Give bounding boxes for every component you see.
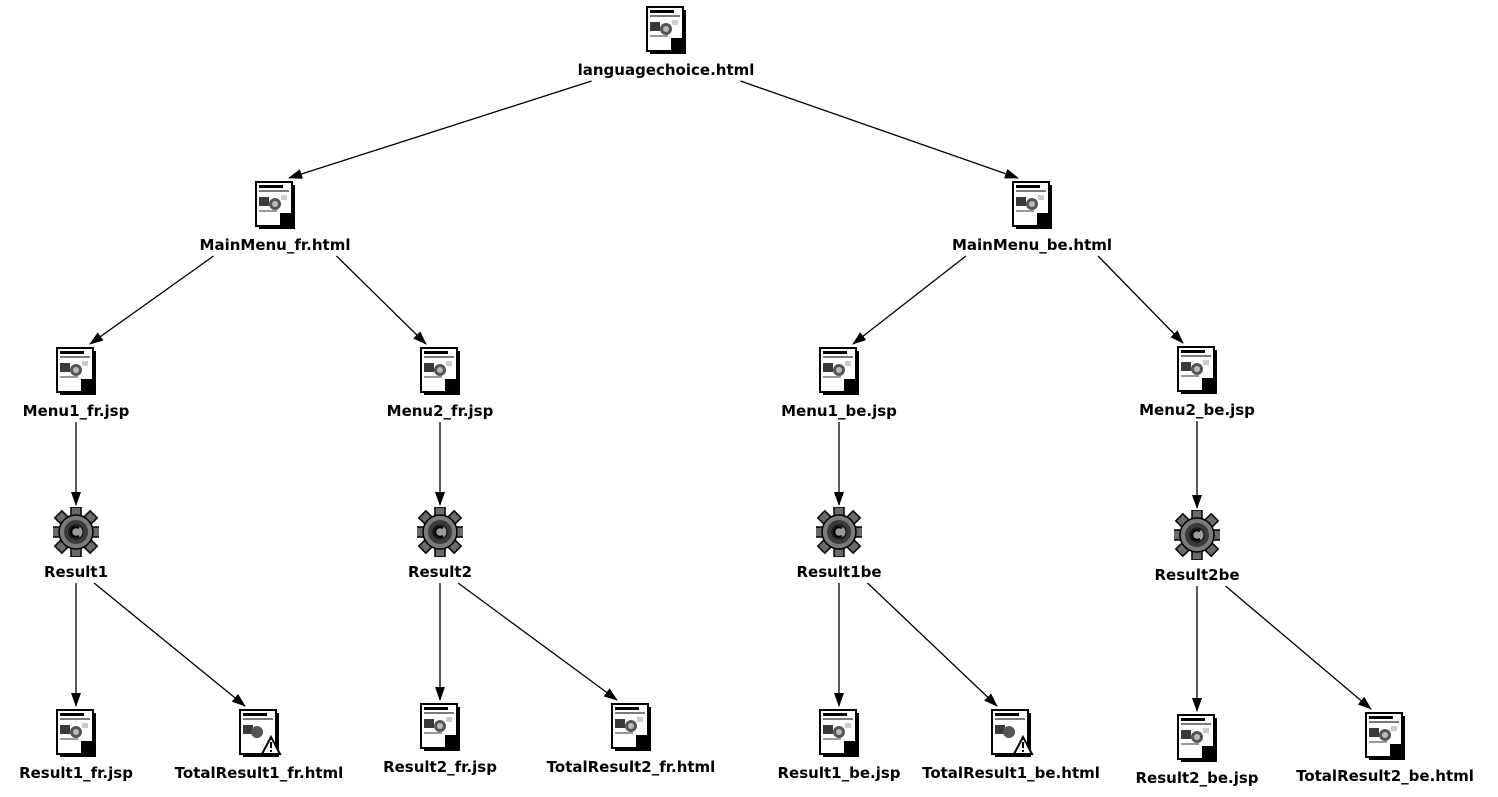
edge-mainmenu_fr-to-menu1_fr (89, 255, 214, 345)
node-menu1-fr[interactable]: Menu1_fr.jsp (0, 346, 166, 420)
edge-result1-to-totalresult1_fr (93, 582, 246, 707)
node-result1-fr-jsp[interactable]: Result1_fr.jsp (0, 708, 166, 782)
node-label: Result2be (1154, 566, 1240, 584)
node-result2be[interactable]: Result2be (1107, 510, 1287, 584)
edge-result1be-to-totalresult1_be (867, 582, 998, 707)
node-result2-be-jsp[interactable]: Result2_be.jsp (1107, 713, 1287, 787)
node-label: Result1 (43, 563, 109, 581)
node-label: TotalResult2_fr.html (546, 758, 716, 776)
edge-mainmenu_be-to-menu1_be (852, 255, 967, 345)
node-totalresult1-be-html[interactable]: TotalResult1_be.html (921, 708, 1101, 782)
edge-mainmenu_be-to-menu2_be (1097, 255, 1184, 344)
node-label: Menu2_be.jsp (1139, 401, 1255, 419)
node-totalresult2-fr-html[interactable]: TotalResult2_fr.html (541, 702, 721, 776)
node-label: Result2_be.jsp (1135, 769, 1259, 787)
node-label: Menu2_fr.jsp (386, 402, 494, 420)
node-label: TotalResult2_be.html (1296, 767, 1474, 785)
node-label: Result1_be.jsp (777, 764, 901, 782)
node-totalresult1-fr-html[interactable]: TotalResult1_fr.html (169, 708, 349, 782)
node-label: Result1_fr.jsp (19, 764, 133, 782)
edge-mainmenu_fr-to-menu2_fr (336, 255, 427, 345)
edge-languagechoice-to-mainmenu_be (740, 80, 1019, 179)
node-label: Menu1_be.jsp (781, 402, 897, 420)
node-label: TotalResult1_fr.html (174, 764, 344, 782)
node-menu2-be[interactable]: Menu2_be.jsp (1107, 345, 1287, 419)
node-label: Result2 (407, 563, 473, 581)
node-languagechoice[interactable]: languagechoice.html (576, 5, 756, 79)
node-mainmenu-be[interactable]: MainMenu_be.html (942, 180, 1122, 254)
edge-result2be-to-totalresult2_be (1225, 585, 1372, 710)
node-totalresult2-be-html[interactable]: TotalResult2_be.html (1295, 711, 1475, 785)
node-result2-fr-jsp[interactable]: Result2_fr.jsp (350, 702, 530, 776)
node-label: MainMenu_be.html (951, 236, 1113, 254)
node-label: Menu1_fr.jsp (22, 402, 130, 420)
node-result1-be-jsp[interactable]: Result1_be.jsp (749, 708, 929, 782)
edge-languagechoice-to-mainmenu_fr (288, 80, 592, 179)
node-menu1-be[interactable]: Menu1_be.jsp (749, 346, 929, 420)
node-result1[interactable]: Result1 (0, 507, 166, 581)
node-menu2-fr[interactable]: Menu2_fr.jsp (350, 346, 530, 420)
node-label: languagechoice.html (577, 61, 755, 79)
node-label: TotalResult1_be.html (922, 764, 1100, 782)
node-mainmenu-fr[interactable]: MainMenu_fr.html (185, 180, 365, 254)
edge-result2-to-totalresult2_fr (457, 582, 618, 701)
node-label: MainMenu_fr.html (199, 236, 351, 254)
node-result2[interactable]: Result2 (350, 507, 530, 581)
node-result1be[interactable]: Result1be (749, 507, 929, 581)
node-label: Result2_fr.jsp (383, 758, 497, 776)
node-label: Result1be (796, 563, 882, 581)
